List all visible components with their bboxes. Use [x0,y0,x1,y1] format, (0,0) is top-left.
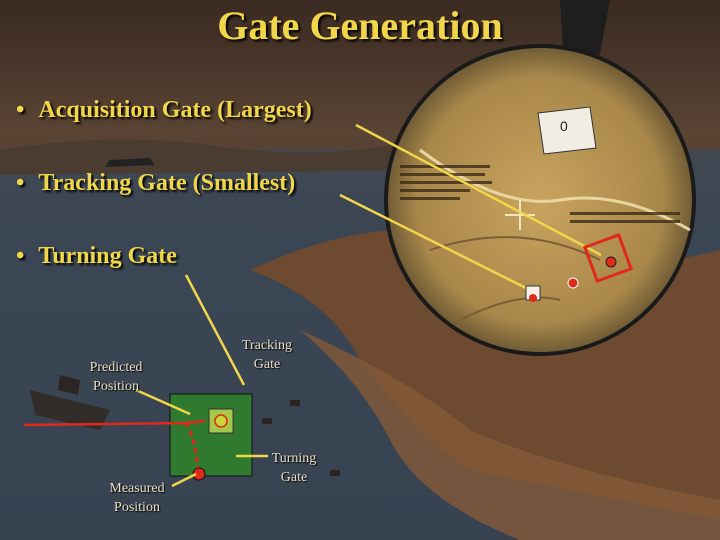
bullet-text: Turning Gate [38,243,176,269]
label-tracking-gate: Tracking Gate [232,336,302,374]
bullet-dot-icon: • [16,170,24,197]
label-measured-position: Measured Position [98,479,176,517]
predicted-position-marker [215,415,227,427]
bullet-acquisition-gate: • Acquisition Gate (Largest) [16,97,312,124]
callout-line-tracking [340,195,530,290]
callout-line-acquisition [356,125,601,255]
bullet-turning-gate: • Turning Gate [16,243,177,270]
bullet-tracking-gate: • Tracking Gate (Smallest) [16,170,295,197]
bullet-text: Acquisition Gate (Largest) [38,97,311,123]
slide-title: Gate Generation [0,2,720,49]
label-turning-gate: Turning Gate [262,449,326,487]
bullet-dot-icon: • [16,97,24,124]
bullet-text: Tracking Gate (Smallest) [38,170,295,196]
label-predicted-position: Predicted Position [78,358,154,396]
tracking-gate-scope-dot [529,294,537,302]
bullet-dot-icon: • [16,243,24,270]
acquisition-gate-dot [606,257,616,267]
turning-gate-box [170,394,252,476]
scope-track-dot [568,278,578,288]
